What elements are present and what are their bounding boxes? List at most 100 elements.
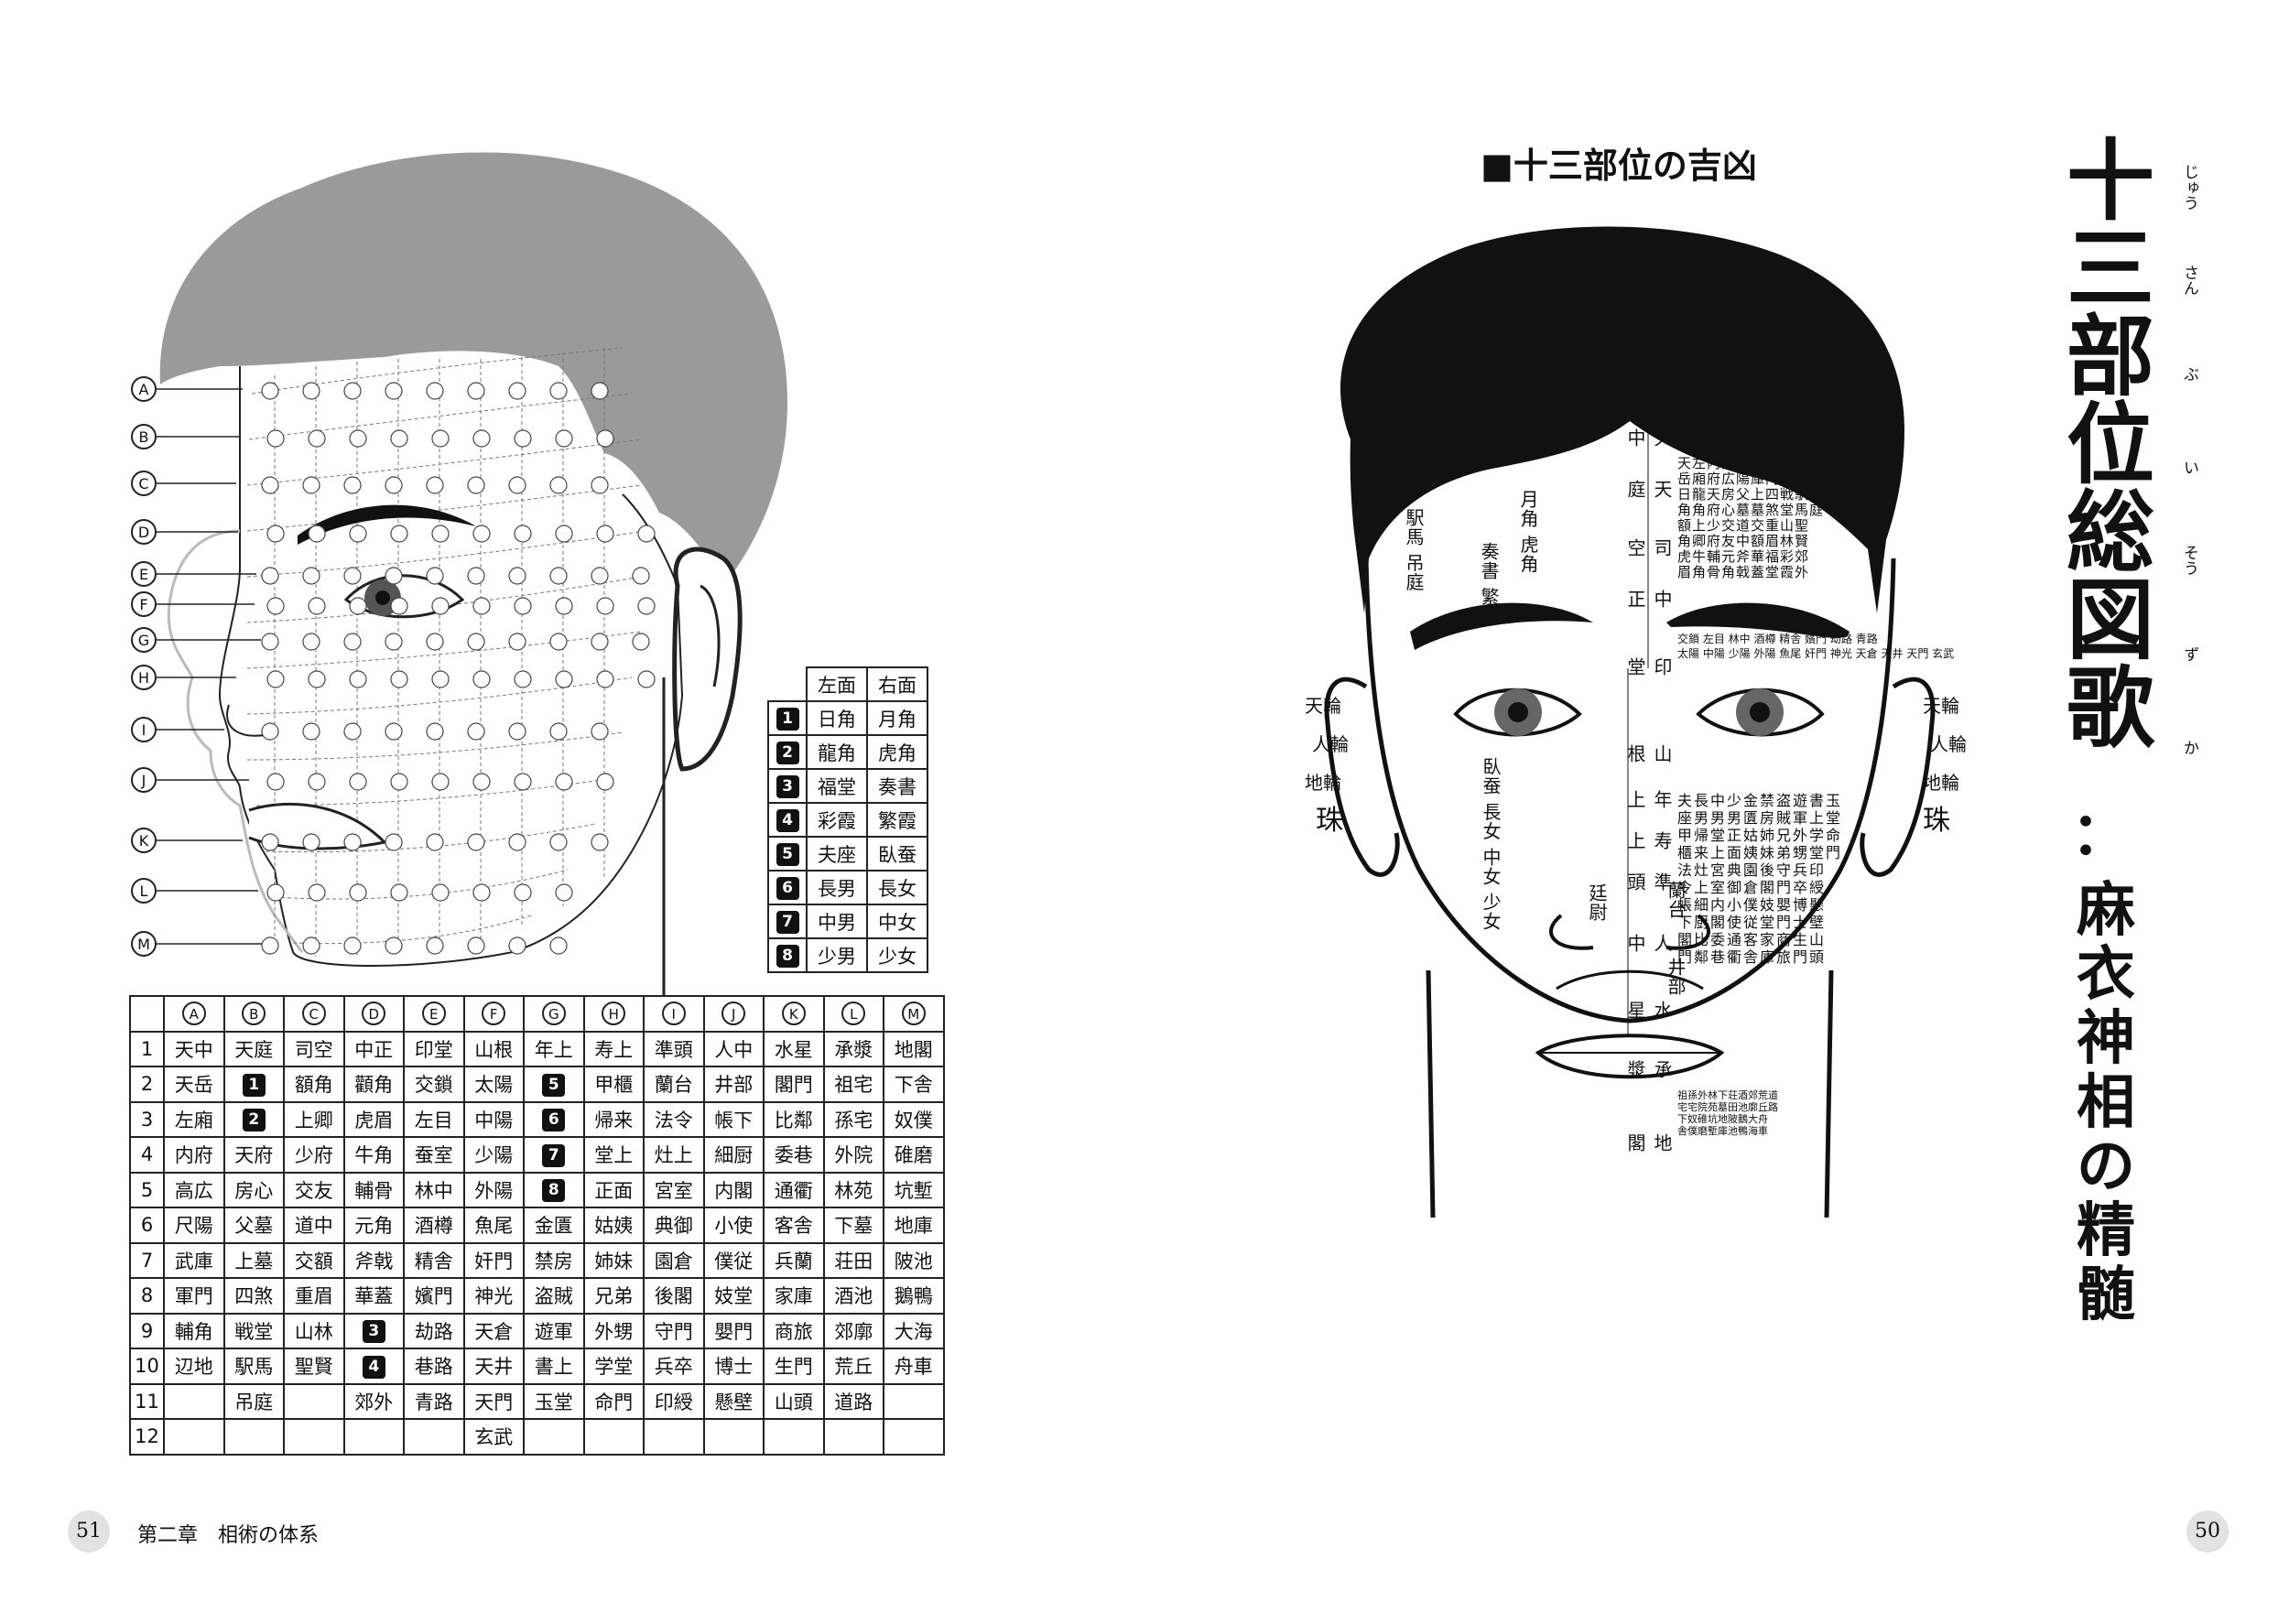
ear-right-labels: 天輪 人輪 地輪 珠	[1923, 695, 1967, 837]
face-position-dot	[302, 633, 320, 651]
face-position-dot	[431, 670, 450, 688]
table-cell: 1	[222, 1066, 285, 1103]
label-row: 座男男男匱房賊軍上堂	[1677, 809, 1843, 827]
table-cell: 灶上	[643, 1136, 705, 1174]
legend-cell: 奏書	[866, 768, 928, 804]
table-cell: 林中	[403, 1171, 465, 1208]
subtitle-char: 神	[2077, 1004, 2135, 1073]
row-letter: I	[142, 721, 146, 739]
face-position-dot	[596, 525, 614, 543]
face-position-dot	[385, 633, 403, 651]
face-position-dot	[343, 722, 362, 741]
table-cell: 天岳	[163, 1066, 225, 1103]
face-position-dot	[261, 382, 279, 400]
table-cell: 印綬	[643, 1382, 705, 1420]
section-heading: ■十三部位の吉凶	[1481, 146, 1757, 186]
row-letter-circle	[131, 767, 157, 793]
table-cell: 正面	[582, 1171, 645, 1208]
table-cell: 7	[523, 1136, 585, 1174]
legend-cell: 少女	[866, 937, 928, 973]
face-position-dot	[632, 567, 650, 585]
table-cell: 懸壁	[702, 1382, 765, 1420]
title-char: 部	[2067, 305, 2154, 408]
face-position-dot	[555, 883, 573, 902]
legend-cell: 臥蚕	[866, 836, 928, 872]
table-cell: 荒丘	[822, 1348, 884, 1385]
title-ruby-text: じゅう	[2180, 163, 2198, 211]
face-position-dot	[261, 633, 279, 651]
table-cell: 6	[523, 1100, 585, 1138]
label-row: 法灶宮典園後守兵印	[1677, 861, 1827, 879]
table-cell: 駅馬	[222, 1348, 285, 1385]
table-cell: 高広	[163, 1171, 225, 1208]
title-char: 三	[2067, 217, 2154, 320]
face-position-dot	[302, 937, 320, 955]
face-position-dot	[632, 633, 650, 651]
face-position-dot	[343, 833, 362, 851]
table-cell	[883, 1382, 945, 1420]
face-position-dot	[349, 883, 367, 902]
numbered-marker: 1	[242, 1073, 266, 1097]
table-cell: 尺陽	[163, 1207, 225, 1244]
table-cell: 少陽	[462, 1136, 525, 1174]
legend-cell: 繁霞	[866, 802, 928, 838]
table-cell: 金匱	[523, 1207, 585, 1244]
face-position-dot	[302, 833, 320, 851]
numbered-marker: 5	[776, 843, 799, 866]
row-letter: E	[139, 566, 148, 583]
table-cell: 命門	[582, 1382, 645, 1420]
row-letter-circle	[131, 665, 157, 690]
chin-labels: 祖孫外林下荘酒郊荒道宅宅院苑墓田池廓丘路下奴碓坑地陂鵝大舟舎僕磨塹庫池鴨海車	[1677, 1089, 1778, 1137]
center-position-label: 天庭	[1624, 480, 1673, 499]
face-position-dot	[596, 773, 614, 791]
face-position-dot	[472, 670, 491, 688]
table-cell: 房心	[222, 1171, 285, 1208]
table-cell	[163, 1382, 225, 1420]
table-cell: 魚尾	[462, 1207, 525, 1244]
face-position-dot	[508, 937, 526, 955]
center-position-label: 準頭	[1624, 872, 1673, 892]
table-cell: 家庫	[763, 1277, 825, 1315]
table-cell: 重眉	[283, 1277, 345, 1315]
row-letter: G	[138, 632, 149, 649]
title-char: 十	[2067, 129, 2154, 233]
table-cell: 外院	[822, 1136, 884, 1174]
face-position-dot	[266, 429, 285, 448]
table-cell: 外陽	[462, 1171, 525, 1208]
table-cell: 法令	[643, 1100, 705, 1138]
table-cell: 天庭	[222, 1030, 285, 1067]
numbered-marker: 6	[542, 1109, 566, 1132]
numbered-marker: 5	[542, 1073, 566, 1097]
center-position-label: 山根	[1624, 744, 1673, 763]
title-ruby-text: い	[2180, 459, 2198, 475]
table-cell: 井部	[702, 1066, 765, 1103]
table-cell: 妓堂	[702, 1277, 765, 1315]
face-position-dot	[431, 597, 450, 615]
table-cell: 年上	[523, 1030, 585, 1067]
column-header: L	[822, 995, 884, 1033]
face-position-dot	[508, 382, 526, 400]
title-ruby: じゅうさんぶいそうずか	[2170, 137, 2201, 791]
legend-cell: 中男	[806, 904, 868, 939]
face-position-dot	[549, 382, 568, 400]
face-position-dot	[266, 883, 285, 902]
table-cell: 天府	[222, 1136, 285, 1174]
label-left-brow-top: 月角 虎角	[1517, 490, 1539, 574]
label-row: 宅宅院苑墓田池廓丘路	[1677, 1101, 1778, 1113]
subtitle-char: 麻	[2077, 876, 2135, 945]
table-cell: 酒池	[822, 1277, 884, 1315]
center-position-label: 中正	[1624, 590, 1673, 609]
table-cell: 下舎	[883, 1066, 945, 1103]
table-cell: 2	[222, 1100, 285, 1138]
face-position-dot	[426, 937, 444, 955]
face-position-dot	[467, 476, 485, 494]
center-position-label: 年上	[1624, 790, 1673, 809]
subtitle-char: 精	[2077, 1196, 2135, 1265]
table-cell: 郊外	[342, 1382, 405, 1420]
right-face-drawing	[1324, 226, 1936, 1218]
face-position-dot	[426, 633, 444, 651]
label-left-brow-mid: 奏書 繁霞	[1478, 542, 1500, 626]
legend-cell: 虎角	[866, 734, 928, 770]
